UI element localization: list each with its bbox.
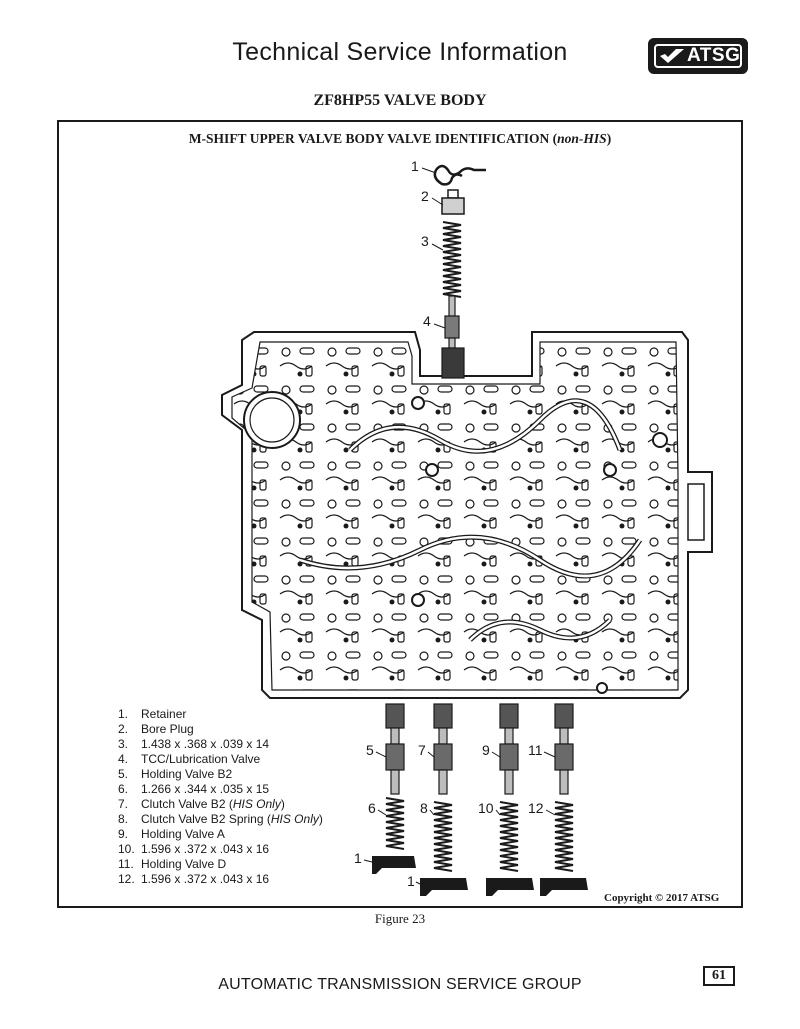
callout-4: 4 bbox=[423, 313, 431, 329]
legend-text-end: ) bbox=[318, 812, 323, 826]
legend-text: 1.596 x .372 x .043 x 16 bbox=[141, 872, 270, 886]
legend-text: 1.438 x .368 x .039 x 14 bbox=[141, 737, 270, 751]
legend-number: 8. bbox=[118, 812, 129, 826]
callout-1-left: 1 bbox=[354, 850, 362, 866]
legend-text: TCC/Lubrication Valve bbox=[141, 752, 261, 766]
legend-text-end: ) bbox=[280, 797, 285, 811]
figure-frame bbox=[57, 120, 743, 908]
parts-legend: 1. Retainer 2. Bore Plug 3. 1.438 x .368 x .0… bbox=[118, 707, 323, 887]
callout-12: 12 bbox=[528, 800, 544, 816]
callout-1-top: 1 bbox=[411, 158, 419, 174]
valve-stack-7-8 bbox=[433, 703, 453, 872]
figure-caption: Figure 23 bbox=[374, 911, 426, 926]
legend-text: 1.596 x .372 x .043 x 16 bbox=[141, 842, 270, 856]
legend-text: Retainer bbox=[141, 707, 187, 721]
legend-number: 7. bbox=[118, 797, 129, 811]
callout-7: 7 bbox=[418, 742, 426, 758]
legend-text: Holding Valve D bbox=[141, 857, 227, 871]
retainer-clips bbox=[372, 856, 588, 896]
callout-3: 3 bbox=[421, 233, 429, 249]
atsg-logo: ATSG bbox=[648, 38, 748, 74]
figure-title-main: M-SHIFT UPPER VALVE BODY VALVE IDENTIFIC… bbox=[188, 131, 558, 146]
legend-number: 12. bbox=[118, 872, 135, 886]
bore-plug bbox=[441, 189, 465, 215]
legend-text: 1.266 x .344 x .035 x 15 bbox=[141, 782, 270, 796]
checkmark-logo-icon bbox=[660, 49, 684, 63]
legend-number: 1. bbox=[118, 707, 129, 721]
legend-item: 12. 1.596 x .372 x .043 x 16 bbox=[118, 872, 323, 887]
callout-2: 2 bbox=[421, 188, 429, 204]
callout-8: 8 bbox=[420, 800, 428, 816]
page-number: 61 bbox=[703, 966, 735, 986]
legend-italic: HIS Only bbox=[232, 797, 281, 811]
valve-stack-9-10 bbox=[499, 703, 519, 872]
tcc-lubrication-valve bbox=[441, 295, 465, 379]
legend-number: 6. bbox=[118, 782, 129, 796]
figure-title-italic: non-HIS bbox=[557, 131, 607, 146]
legend-item: 11. Holding Valve D bbox=[118, 857, 323, 872]
legend-number: 3. bbox=[118, 737, 129, 751]
legend-text: Clutch Valve B2 Spring ( bbox=[141, 812, 271, 826]
callout-5: 5 bbox=[366, 742, 374, 758]
spring-3 bbox=[442, 221, 462, 298]
legend-text: Clutch Valve B2 ( bbox=[141, 797, 233, 811]
legend-item: 10. 1.596 x .372 x .043 x 16 bbox=[118, 842, 323, 857]
legend-item: 3. 1.438 x .368 x .039 x 14 bbox=[118, 737, 323, 752]
legend-item: 6. 1.266 x .344 x .035 x 15 bbox=[118, 782, 323, 797]
legend-text: Holding Valve A bbox=[141, 827, 225, 841]
header-title: Technical Service Information bbox=[232, 38, 568, 66]
figure-title: M-SHIFT UPPER VALVE BODY VALVE IDENTIFIC… bbox=[0, 131, 800, 147]
callout-9: 9 bbox=[482, 742, 490, 758]
legend-item: 7. Clutch Valve B2 (HIS Only) bbox=[118, 797, 323, 812]
legend-number: 9. bbox=[118, 827, 129, 841]
legend-number: 4. bbox=[118, 752, 129, 766]
legend-italic: HIS Only bbox=[270, 812, 319, 826]
callout-1-lower: 1 bbox=[407, 873, 415, 889]
footer-text: AUTOMATIC TRANSMISSION SERVICE GROUP bbox=[218, 976, 582, 993]
legend-number: 5. bbox=[118, 767, 129, 781]
retainer-top bbox=[433, 164, 486, 186]
valve-stack-11-12 bbox=[554, 703, 574, 872]
legend-number: 2. bbox=[118, 722, 129, 736]
legend-item: 4. TCC/Lubrication Valve bbox=[118, 752, 323, 767]
valve-stack-5-6 bbox=[385, 703, 405, 850]
legend-number: 11. bbox=[118, 857, 134, 871]
callout-10: 10 bbox=[478, 800, 494, 816]
document-title: ZF8HP55 VALVE BODY bbox=[313, 92, 487, 109]
legend-item: 1. Retainer bbox=[118, 707, 323, 722]
legend-number: 10. bbox=[118, 842, 135, 856]
copyright-notice: Copyright © 2017 ATSG bbox=[604, 892, 720, 904]
logo-border bbox=[654, 44, 742, 68]
legend-item: 8. Clutch Valve B2 Spring (HIS Only) bbox=[118, 812, 323, 827]
legend-text: Bore Plug bbox=[141, 722, 194, 736]
legend-text: Holding Valve B2 bbox=[141, 767, 233, 781]
valve-body-plate bbox=[221, 331, 713, 699]
figure-title-end: ) bbox=[606, 131, 612, 146]
legend-item: 9. Holding Valve A bbox=[118, 827, 323, 842]
callout-6: 6 bbox=[368, 800, 376, 816]
logo-text: ATSG bbox=[687, 45, 741, 66]
leader-lines bbox=[363, 167, 556, 885]
legend-item: 2. Bore Plug bbox=[118, 722, 323, 737]
legend-item: 5. Holding Valve B2 bbox=[118, 767, 323, 782]
callout-11: 11 bbox=[528, 742, 543, 758]
